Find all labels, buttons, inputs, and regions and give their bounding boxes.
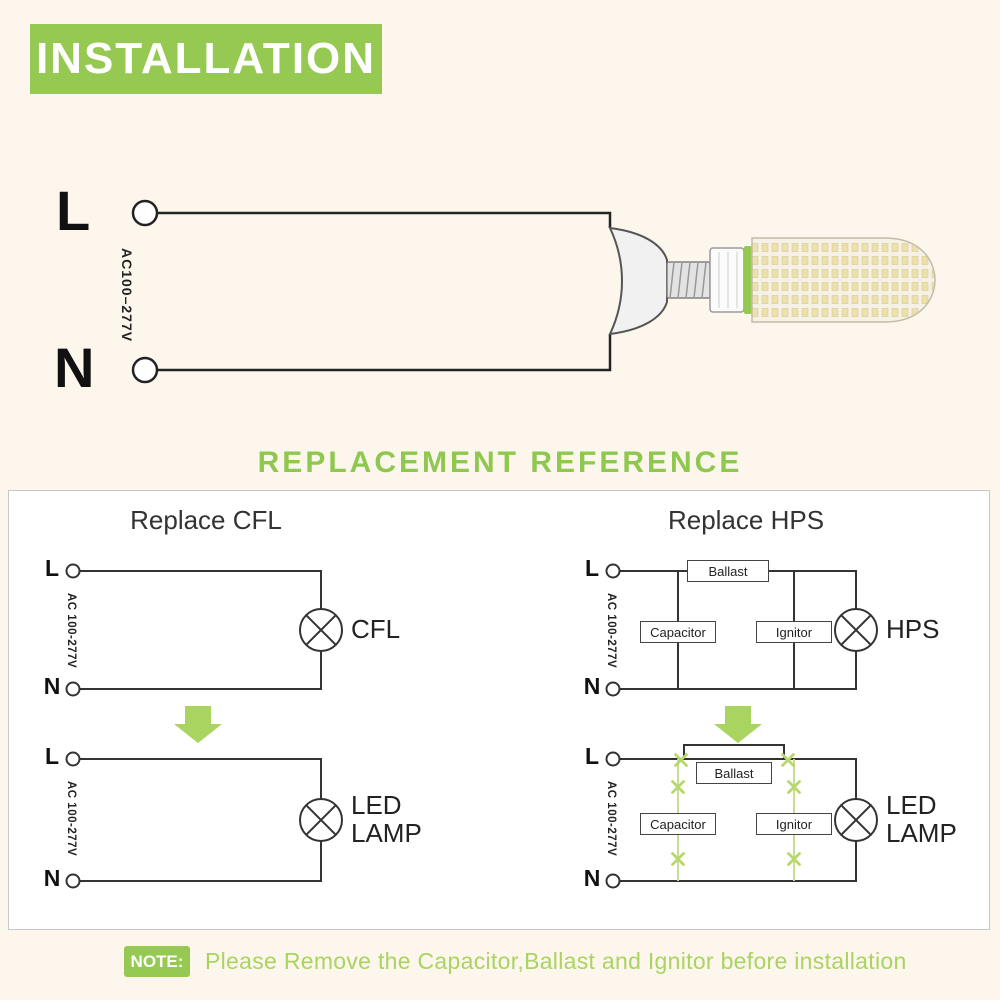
hps-lamp-label: HPS xyxy=(886,614,940,644)
hps-after-voltage-label: AC 100-277V xyxy=(605,781,617,857)
lamp-socket xyxy=(608,226,668,336)
cfl-after-circuit xyxy=(65,751,343,889)
cfl-before-circuit xyxy=(65,563,343,697)
cfl-after-live-label: L xyxy=(44,743,60,769)
cfl-after-voltage-label: AC 100-277V xyxy=(65,781,77,857)
neutral-label: N xyxy=(54,336,95,399)
hps-before-neutral-label: N xyxy=(583,673,601,699)
led-lamp-label-right: LED LAMP xyxy=(886,790,957,848)
ballast-box-after: Ballast xyxy=(696,762,772,784)
capacitor-box-after: Capacitor xyxy=(640,813,716,835)
hps-after-neutral-label: N xyxy=(583,865,601,891)
cfl-before-voltage-label: AC 100-277V xyxy=(65,593,77,669)
hps-after-circuit xyxy=(605,744,878,889)
ignitor-box-after: Ignitor xyxy=(756,813,832,835)
voltage-label: AC100–277V xyxy=(119,247,135,343)
replace-hps-title: Replace HPS xyxy=(667,505,825,535)
removed-x-marks xyxy=(671,753,801,866)
ignitor-box-before: Ignitor xyxy=(756,621,832,643)
hps-before-live-label: L xyxy=(584,555,600,581)
banner-title: INSTALLATION xyxy=(35,34,377,83)
main-wiring-diagram xyxy=(131,199,936,384)
hps-before-voltage-label: AC 100-277V xyxy=(605,593,617,669)
circuit-diagrams xyxy=(65,563,878,889)
cfl-after-neutral-label: N xyxy=(43,865,61,891)
led-corn-bulb xyxy=(666,237,936,323)
cfl-before-neutral-label: N xyxy=(43,673,61,699)
down-arrow-left xyxy=(174,706,222,743)
led-lamp-label-left: LED LAMP xyxy=(351,790,422,848)
note-text: Please Remove the Capacitor,Ballast and … xyxy=(205,948,907,974)
hps-after-live-label: L xyxy=(584,743,600,769)
replace-cfl-title: Replace CFL xyxy=(130,505,282,535)
capacitor-box-before: Capacitor xyxy=(640,621,716,643)
note-badge-label: NOTE: xyxy=(130,951,184,971)
replacement-reference-panel: Replace CFL Replace HPS L N AC 100-277V … xyxy=(8,490,990,930)
supply-wires xyxy=(131,199,612,384)
installation-banner: INSTALLATION xyxy=(30,24,382,94)
down-arrow-right xyxy=(714,706,762,743)
cfl-lamp-label: CFL xyxy=(351,614,401,644)
replacement-reference-heading: REPLACEMENT REFERENCE xyxy=(257,446,743,479)
live-label: L xyxy=(56,179,91,242)
ballast-box-before: Ballast xyxy=(687,560,769,582)
cfl-before-live-label: L xyxy=(44,555,60,581)
note-badge: NOTE: xyxy=(124,946,190,977)
